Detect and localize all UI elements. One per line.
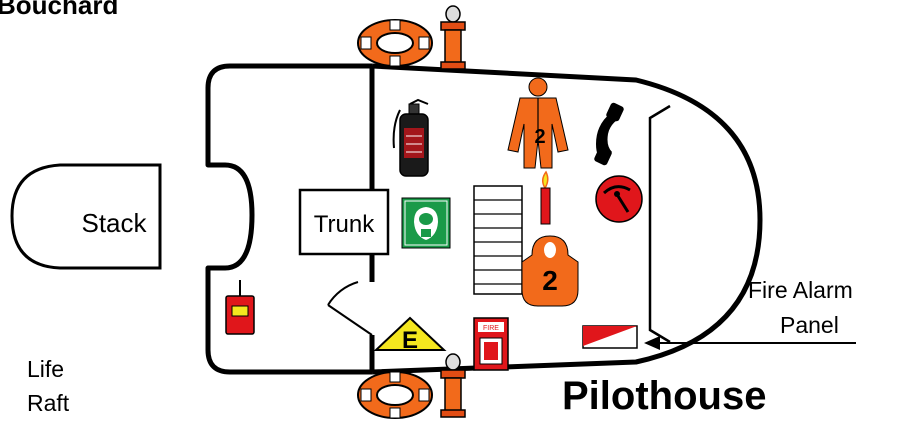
fire-alarm-panel-pointer xyxy=(644,336,856,350)
life-raft-label-line2: Raft xyxy=(27,390,70,416)
telephone-icon xyxy=(594,102,624,166)
epirb-icon xyxy=(225,280,255,335)
fire-box-label: FIRE xyxy=(483,325,499,332)
life-raft-label-line1: Life xyxy=(27,356,65,382)
fire-alarm-box-icon: FIRE xyxy=(473,317,509,371)
life-ring-icon xyxy=(357,19,433,67)
life-jacket-count: 2 xyxy=(542,265,558,296)
flare-icon xyxy=(540,170,551,225)
life-ring-icon xyxy=(357,371,433,419)
immersion-suit-count: 2 xyxy=(534,126,545,148)
stack-label: Stack xyxy=(81,208,147,238)
life-jacket-icon: 2 xyxy=(521,235,579,307)
trunk-box xyxy=(298,188,390,256)
immersion-suit-icon: 2 xyxy=(507,77,569,169)
trunk-label: Trunk xyxy=(314,211,375,238)
fire-alarm-panel-label-line1: Fire Alarm xyxy=(748,277,853,303)
stairs-icon xyxy=(473,185,523,295)
page-title: Bouchard xyxy=(0,0,119,20)
fire-extinguisher-icon xyxy=(392,98,429,177)
fire-alarm-panel-label-line2: Panel xyxy=(780,312,839,338)
fire-hydrant-icon xyxy=(440,353,466,418)
door-swing xyxy=(327,281,373,336)
fire-alarm-pull-icon xyxy=(595,175,643,223)
fire-hydrant-icon xyxy=(440,5,466,70)
scba-mask-icon xyxy=(401,197,451,249)
emergency-sign-icon: E xyxy=(373,316,447,354)
pilothouse-label: Pilothouse xyxy=(562,374,767,418)
emergency-sign-letter: E xyxy=(402,327,418,354)
fire-alarm-panel-icon xyxy=(582,325,638,349)
stack-outline xyxy=(10,163,162,270)
window-line xyxy=(648,104,671,344)
